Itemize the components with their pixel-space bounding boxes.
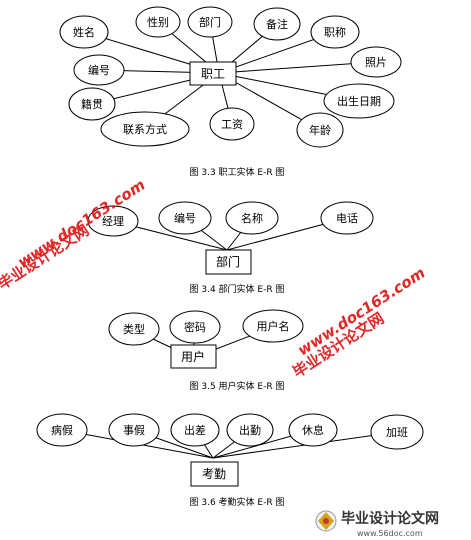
attr-ellipse (320, 201, 374, 235)
entity-label: 用户 (181, 349, 205, 364)
attr-ellipse (288, 413, 338, 447)
attr-ellipse (170, 413, 220, 447)
attr-label: 工资 (221, 118, 243, 131)
attr-ellipse (73, 54, 125, 86)
attr-label: 年龄 (309, 123, 331, 137)
attr-ellipse (209, 107, 255, 141)
attr-label: 出差 (184, 423, 206, 437)
attr-ellipse (187, 6, 233, 38)
attr-label: 电话 (336, 212, 358, 225)
attr-ellipse (87, 205, 139, 237)
er-diagram-user-labels: 类型 密码 用户名 用户 (123, 319, 290, 364)
attr-label: 照片 (365, 56, 387, 69)
attr-label: 联系方式 (123, 122, 167, 136)
entity-label: 职工 (201, 67, 225, 81)
attr-ellipse (108, 312, 160, 346)
attr-ellipse (323, 83, 395, 119)
attr-label: 职称 (324, 25, 346, 39)
entity-box (170, 344, 217, 369)
attr-ellipse (68, 87, 116, 121)
watermark-right: www.doc163.com 毕业设计论文网 (289, 264, 428, 382)
figure-caption: 图 3.3 职工实体 E-R 图 (190, 166, 285, 178)
attr-ellipse (242, 309, 304, 343)
figure-caption: 图 3.6 考勤实体 E-R 图 (190, 496, 285, 508)
er-diagram-employee-shapes (59, 6, 402, 148)
logo-icon (315, 510, 337, 532)
attr-ellipse (310, 15, 360, 49)
attr-label: 加班 (386, 426, 408, 439)
attr-ellipse (100, 111, 190, 147)
attr-label: 出勤 (239, 423, 261, 437)
entity-box (189, 61, 237, 86)
attr-ellipse (350, 46, 402, 78)
er-diagram-department-labels: 经理 编号 名称 电话 部门 (102, 211, 358, 269)
er-diagram-employee-labels: 姓名 性别 部门 备注 职称 编号 照片 籍贯 联系方式 工资 年龄 出生日期 … (73, 15, 387, 137)
figure-caption: 图 3.4 部门实体 E-R 图 (190, 283, 285, 295)
watermark-left: www.doc163.com 毕业设计论文网 (0, 176, 148, 294)
site-logo: 毕业设计论文网 www.56doc.com (315, 510, 439, 538)
logo-text: 毕业设计论文网 (341, 510, 439, 527)
er-diagram-attendance-shapes (36, 413, 424, 487)
attr-label: 用户名 (257, 319, 290, 333)
attr-ellipse (59, 15, 109, 49)
attr-ellipse (158, 201, 212, 235)
attr-label: 类型 (123, 322, 145, 336)
attr-ellipse (36, 413, 88, 447)
attr-label: 事假 (123, 423, 145, 437)
attr-ellipse (135, 6, 181, 38)
attr-ellipse (225, 201, 279, 235)
attr-ellipse (226, 413, 274, 447)
er-diagram-attendance-labels: 病假 事假 出差 出勤 休息 加班 考勤 (51, 423, 408, 481)
attr-label: 密码 (184, 320, 206, 334)
entity-label: 部门 (216, 254, 240, 269)
watermark-url: www.doc163.com (294, 264, 428, 360)
attr-ellipse (253, 7, 301, 41)
attr-label: 备注 (266, 17, 288, 31)
attr-ellipse (370, 414, 424, 450)
attr-ellipse (296, 112, 344, 148)
er-diagram-department-shapes (87, 201, 374, 275)
attr-label: 名称 (241, 211, 263, 225)
attr-label: 休息 (302, 423, 324, 437)
attr-ellipse (108, 413, 160, 447)
entity-box (190, 461, 239, 487)
attr-label: 病假 (51, 423, 73, 437)
figure-caption: 图 3.5 用户实体 E-R 图 (190, 380, 285, 392)
entity-label: 考勤 (202, 467, 226, 481)
attr-label: 性别 (147, 15, 169, 29)
attr-ellipse (169, 310, 221, 344)
entity-box (205, 249, 252, 275)
attr-label: 姓名 (73, 25, 95, 39)
attr-label: 编号 (88, 63, 110, 77)
attr-label: 编号 (174, 211, 196, 225)
attr-label: 部门 (199, 15, 221, 29)
attr-label: 出生日期 (337, 94, 381, 108)
attr-label: 经理 (102, 215, 124, 228)
er-diagram-user-shapes (108, 309, 304, 369)
logo-url: www.56doc.com (357, 529, 423, 538)
attr-label: 籍贯 (81, 97, 103, 111)
